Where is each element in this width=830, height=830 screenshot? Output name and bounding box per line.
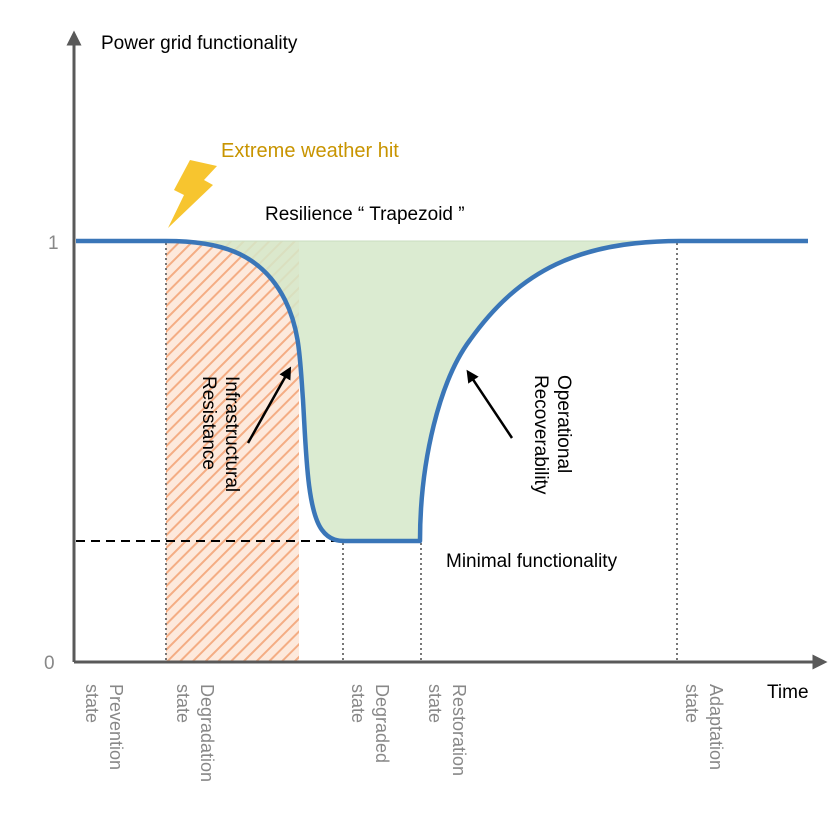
degradation-hatch-region [166, 241, 299, 661]
state-prevention-line1: Prevention [106, 684, 126, 770]
recoverability-arrow [466, 369, 514, 439]
operational-recoverability-label: Operational Recoverability [530, 375, 574, 495]
minimal-functionality-label: Minimal functionality [446, 551, 618, 572]
recoverability-line2: Recoverability [530, 375, 551, 495]
lightning-icon [168, 160, 217, 228]
state-prevention-line2: state [82, 684, 102, 723]
resistance-arrow [246, 366, 292, 444]
state-label-degraded: Degraded state [348, 684, 392, 763]
resistance-line1: Infrastructural [221, 376, 242, 492]
recoverability-line1: Operational [553, 375, 574, 473]
infrastructural-resistance-label: Infrastructural Resistance [198, 376, 242, 492]
state-degradation-line1: Degradation [197, 684, 217, 782]
state-label-degradation: Degradation state [173, 684, 217, 782]
y-tick-0: 0 [44, 653, 55, 674]
state-adaptation-line2: state [682, 684, 702, 723]
resistance-line2: Resistance [198, 376, 219, 470]
extreme-weather-label: Extreme weather hit [221, 140, 399, 162]
state-adaptation-line1: Adaptation [706, 684, 726, 770]
state-restoration-line2: state [425, 684, 445, 723]
state-degradation-line2: state [173, 684, 193, 723]
state-label-adaptation: Adaptation state [682, 684, 726, 770]
state-restoration-line1: Restoration [449, 684, 469, 776]
state-degraded-line2: state [348, 684, 368, 723]
x-axis-label: Time [767, 682, 809, 703]
resilience-trapezoid-area [166, 241, 680, 541]
functionality-curve [76, 238, 808, 544]
state-label-prevention: Prevention state [82, 684, 126, 770]
state-label-restoration: Restoration state [425, 684, 469, 776]
resilience-trapezoid-label: Resilience “ Trapezoid ” [265, 204, 465, 225]
y-tick-1: 1 [48, 233, 59, 254]
y-axis-label: Power grid functionality [101, 33, 298, 54]
state-degraded-line1: Degraded [372, 684, 392, 763]
